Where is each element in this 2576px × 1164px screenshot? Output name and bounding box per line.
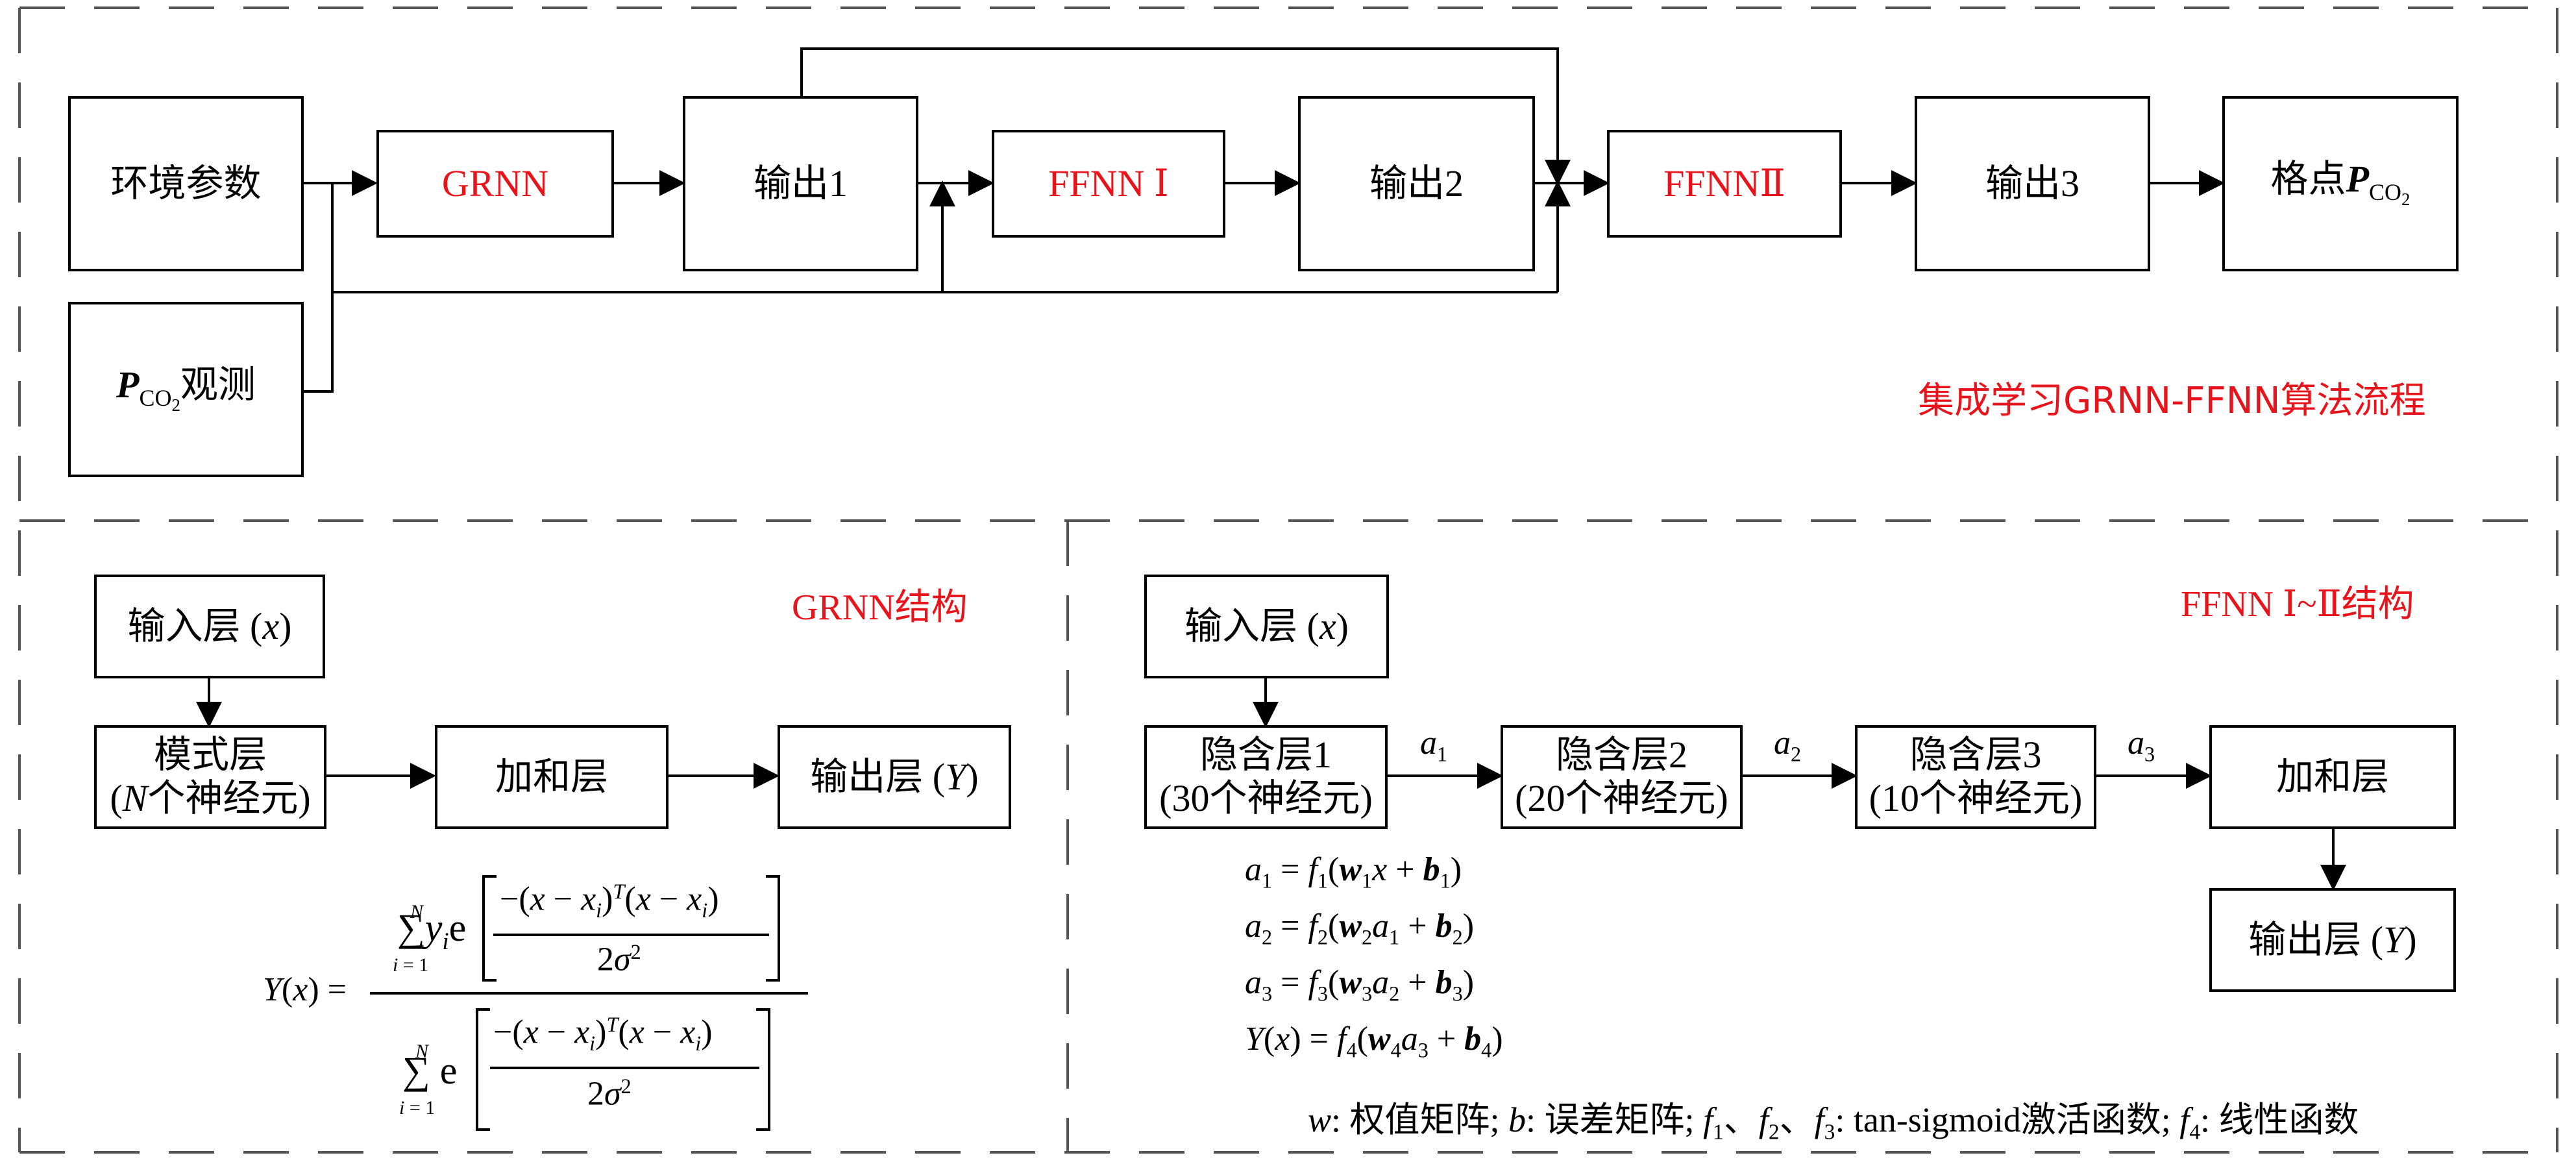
grnn-formula-den-sum: ∑ e (402, 1049, 458, 1092)
output1-label: 输出1 (753, 162, 848, 204)
ffnn2-box: FFNNⅡ (1607, 130, 1842, 238)
grnn-output-box: 输出层 (Y) (778, 725, 1011, 829)
ffnn-eq-y: Y(x) = f4(w4a3 + b4) (1245, 1021, 1503, 1062)
ffnn-output-box: 输出层 (Y) (2209, 888, 2456, 992)
output1-box: 输出1 (683, 96, 918, 271)
output2-box: 输出2 (1298, 96, 1535, 271)
ffnn-sum-label: 加和层 (2275, 755, 2389, 798)
ffnn-input-box: 输入层 (x) (1144, 575, 1389, 678)
grnn-formula-num-sum: ∑yie (397, 906, 467, 956)
env-params-box: 环境参数 (68, 96, 304, 271)
grnn-formula-lines (370, 875, 808, 1131)
a1-label: a1 (1420, 724, 1448, 766)
grnn-sum-box: 加和层 (435, 725, 669, 829)
ffnn-hidden3-box: 隐含层3(10个神经元) (1855, 725, 2096, 829)
output3-box: 输出3 (1915, 96, 2150, 271)
ffnn-input-label: 输入层 (x) (1184, 604, 1349, 647)
grnn-formula-num-sum-top: N (410, 901, 424, 923)
ffnn-output-label: 输出层 (Y) (2248, 918, 2417, 961)
grnn-sum-label: 加和层 (495, 755, 608, 798)
ffnn-struct-title: FFNN Ⅰ~Ⅱ结构 (2181, 584, 2414, 625)
output2-label: 输出2 (1369, 162, 1464, 204)
grnn-pattern-label: 模式层(N个神经元) (110, 734, 311, 819)
ffnn1-box: FFNN Ⅰ (992, 130, 1225, 238)
ffnn-eq-a3: a3 = f3(w3a2 + b3) (1245, 964, 1475, 1006)
ffnn-eq-a1: a1 = f1(w1x + b1) (1245, 851, 1462, 893)
pco2-obs-label: PCO2观测 (116, 364, 256, 415)
grnn-formula-den-top: −(x − xi)T(x − xi) (493, 1013, 713, 1055)
grnn-formula-num-bottom: 2σ2 (597, 940, 641, 978)
ffnn-hidden3-label: 隐含层3(10个神经元) (1869, 734, 2083, 819)
ffnn-hidden1-label: 隐含层1(30个神经元) (1159, 734, 1373, 819)
grnn-formula-num-sum-bottom: i = 1 (393, 954, 429, 976)
env-params-label: 环境参数 (110, 162, 262, 204)
ffnn-hidden1-box: 隐含层1(30个神经元) (1144, 725, 1388, 829)
ffnn2-label: FFNNⅡ (1663, 162, 1785, 204)
ffnn-eq-a2: a2 = f2(w2a1 + b2) (1245, 908, 1475, 949)
ffnn1-label: FFNN Ⅰ (1048, 162, 1169, 204)
flow-title: 集成学习GRNN-FFNN算法流程 (1918, 380, 2426, 422)
ffnn-connectors (1253, 678, 2346, 891)
grnn-input-label: 输入层 (x) (127, 604, 292, 647)
grnn-input-box: 输入层 (x) (94, 575, 325, 678)
ffnn-hidden2-label: 隐含层2(20个神经元) (1515, 734, 1728, 819)
grnn-box: GRNN (376, 130, 614, 238)
output3-label: 输出3 (1985, 162, 2079, 204)
pco2-obs-box: PCO2观测 (68, 302, 304, 477)
grnn-formula-den-sum-top: N (415, 1041, 429, 1062)
grid-pco2-label: 格点PCO2 (2270, 158, 2410, 209)
ffnn-sum-box: 加和层 (2209, 725, 2456, 829)
grnn-formula-num-top: −(x − xi)T(x − xi) (500, 880, 719, 922)
region-borders (18, 6, 2558, 1154)
flow-connectors (304, 47, 2225, 393)
grnn-label: GRNN (441, 162, 549, 204)
grnn-formula-den-bottom: 2σ2 (587, 1074, 632, 1113)
grnn-struct-title: GRNN结构 (792, 588, 968, 628)
ffnn-legend: w: 权值矩阵; b: 误差矩阵; f1、f2、f3: tan-sigmoid激… (1308, 1100, 2359, 1145)
grnn-formula-lhs: Y(x) = (263, 971, 347, 1008)
grid-pco2-box: 格点PCO2 (2222, 96, 2459, 271)
a2-label: a2 (1774, 724, 1802, 766)
a3-label: a3 (2128, 724, 2155, 766)
ffnn-hidden2-box: 隐含层2(20个神经元) (1501, 725, 1743, 829)
grnn-formula-den-sum-bottom: i = 1 (399, 1097, 435, 1119)
grnn-output-label: 输出层 (Y) (810, 755, 979, 798)
grnn-connectors (196, 678, 779, 789)
grnn-pattern-box: 模式层(N个神经元) (94, 725, 326, 829)
